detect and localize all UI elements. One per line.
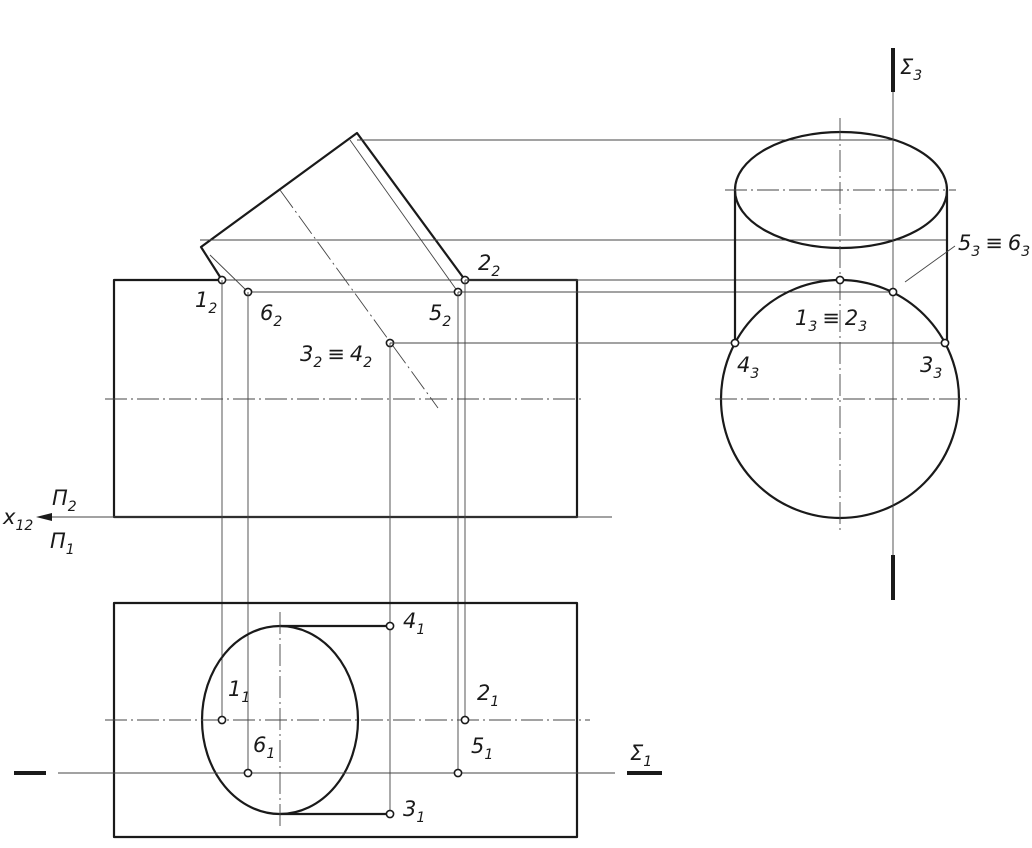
point-2-1 [460, 715, 470, 725]
plane-label-lower: Π1 [50, 529, 75, 558]
point-3-3 [940, 338, 950, 348]
label-1-2: 12 [195, 288, 217, 317]
point-3-1 [385, 809, 395, 819]
point-5-1 [453, 768, 463, 778]
front-cylinder-outline [112, 278, 579, 519]
label-2-1: 21 [477, 681, 499, 710]
top-view: Σ1 41 11 21 61 51 31 [14, 601, 662, 839]
front-inclined-edge-thin [349, 139, 459, 293]
label-6-1: 61 [253, 733, 275, 762]
front-inclined-cylinder-outline [199, 131, 467, 282]
label-4-1: 41 [403, 609, 425, 638]
point-5-6-3 [888, 287, 898, 297]
point-1-2-3 [835, 275, 845, 285]
projection-lines [200, 139, 948, 814]
label-5-6-3: 53≡63 [958, 231, 1030, 260]
projection-axis-x12: x12 Π2 Π1 [2, 486, 612, 558]
sigma1-label: Σ1 [630, 741, 652, 770]
front-inclined-axis [279, 189, 439, 409]
point-4-3 [730, 338, 740, 348]
label-5-1: 51 [471, 734, 493, 763]
axis-arrow [36, 513, 52, 521]
side-view: Σ3 53≡63 13≡23 43 33 [715, 48, 1030, 600]
label-1-2-3: 13≡23 [795, 306, 867, 335]
point-6-1 [243, 768, 253, 778]
label-2-2: 22 [478, 251, 500, 280]
label-4-3: 43 [737, 353, 759, 382]
label-3-3: 33 [920, 353, 942, 382]
front-inclined-edge-thin-left [209, 254, 249, 293]
label-3-4-2: 32≡42 [300, 342, 372, 371]
front-view: 12 62 52 22 32≡42 [105, 131, 585, 519]
leader-5-6-3 [904, 245, 956, 283]
axis-label: x12 [2, 505, 33, 534]
point-1-1 [217, 715, 227, 725]
label-5-2: 52 [429, 301, 451, 330]
label-1-1: 11 [228, 677, 250, 706]
sigma3-label: Σ3 [900, 55, 922, 84]
label-3-1: 31 [403, 797, 425, 826]
label-6-2: 62 [260, 301, 282, 330]
plane-label-upper: Π2 [52, 486, 77, 515]
point-4-1 [385, 621, 395, 631]
